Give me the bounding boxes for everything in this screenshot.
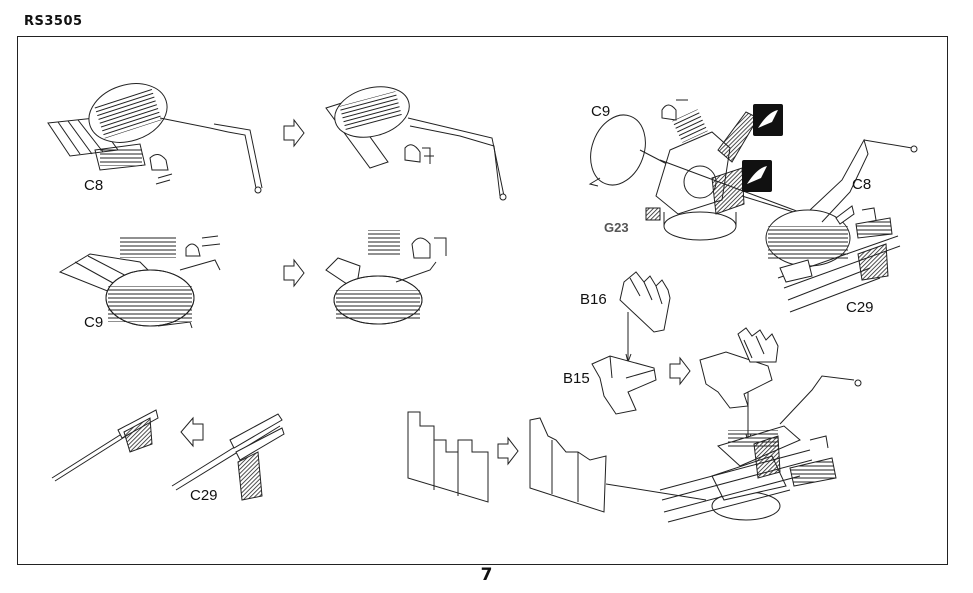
label-c29-left: C29: [190, 487, 218, 504]
c29-gun-assembled: [51, 409, 159, 482]
label-c9-left: C9: [84, 314, 103, 331]
kit-code: RS3505: [24, 14, 83, 29]
final-assembly: [605, 375, 862, 523]
shield-panel-flat: [407, 411, 489, 503]
fold-notice-icon: [753, 104, 783, 136]
b15-b16-joined: [699, 327, 779, 409]
label-b15: B15: [563, 370, 590, 387]
shield-panel-folded: [529, 417, 607, 513]
cannon-upper-assembly: [588, 99, 811, 241]
page-number: 7: [480, 565, 493, 585]
label-b16: B16: [580, 291, 607, 308]
diagram-frame: [17, 36, 948, 565]
reverse-arrow-icon: [180, 416, 204, 448]
c9-part-flat: [58, 235, 221, 329]
fold-notice-icon: [742, 160, 772, 192]
step-arrow-icon: [497, 436, 519, 466]
label-c8-right: C8: [852, 176, 871, 193]
c29-gun-parts: [171, 413, 285, 501]
b15-part: [591, 355, 657, 415]
c8-part-folded: [325, 86, 507, 201]
cannon-mount-c8: [765, 138, 918, 313]
label-g23: G23: [604, 220, 629, 235]
c8-part-flat: [47, 83, 263, 194]
step-arrow-icon: [283, 258, 305, 288]
label-c9-right: C9: [591, 103, 610, 120]
step-arrow-icon: [283, 118, 305, 148]
label-c29-right: C29: [846, 299, 874, 316]
c9-part-folded: [325, 230, 447, 325]
label-c8-left: C8: [84, 177, 103, 194]
b16-part: [619, 271, 671, 333]
step-arrow-icon: [669, 356, 691, 386]
